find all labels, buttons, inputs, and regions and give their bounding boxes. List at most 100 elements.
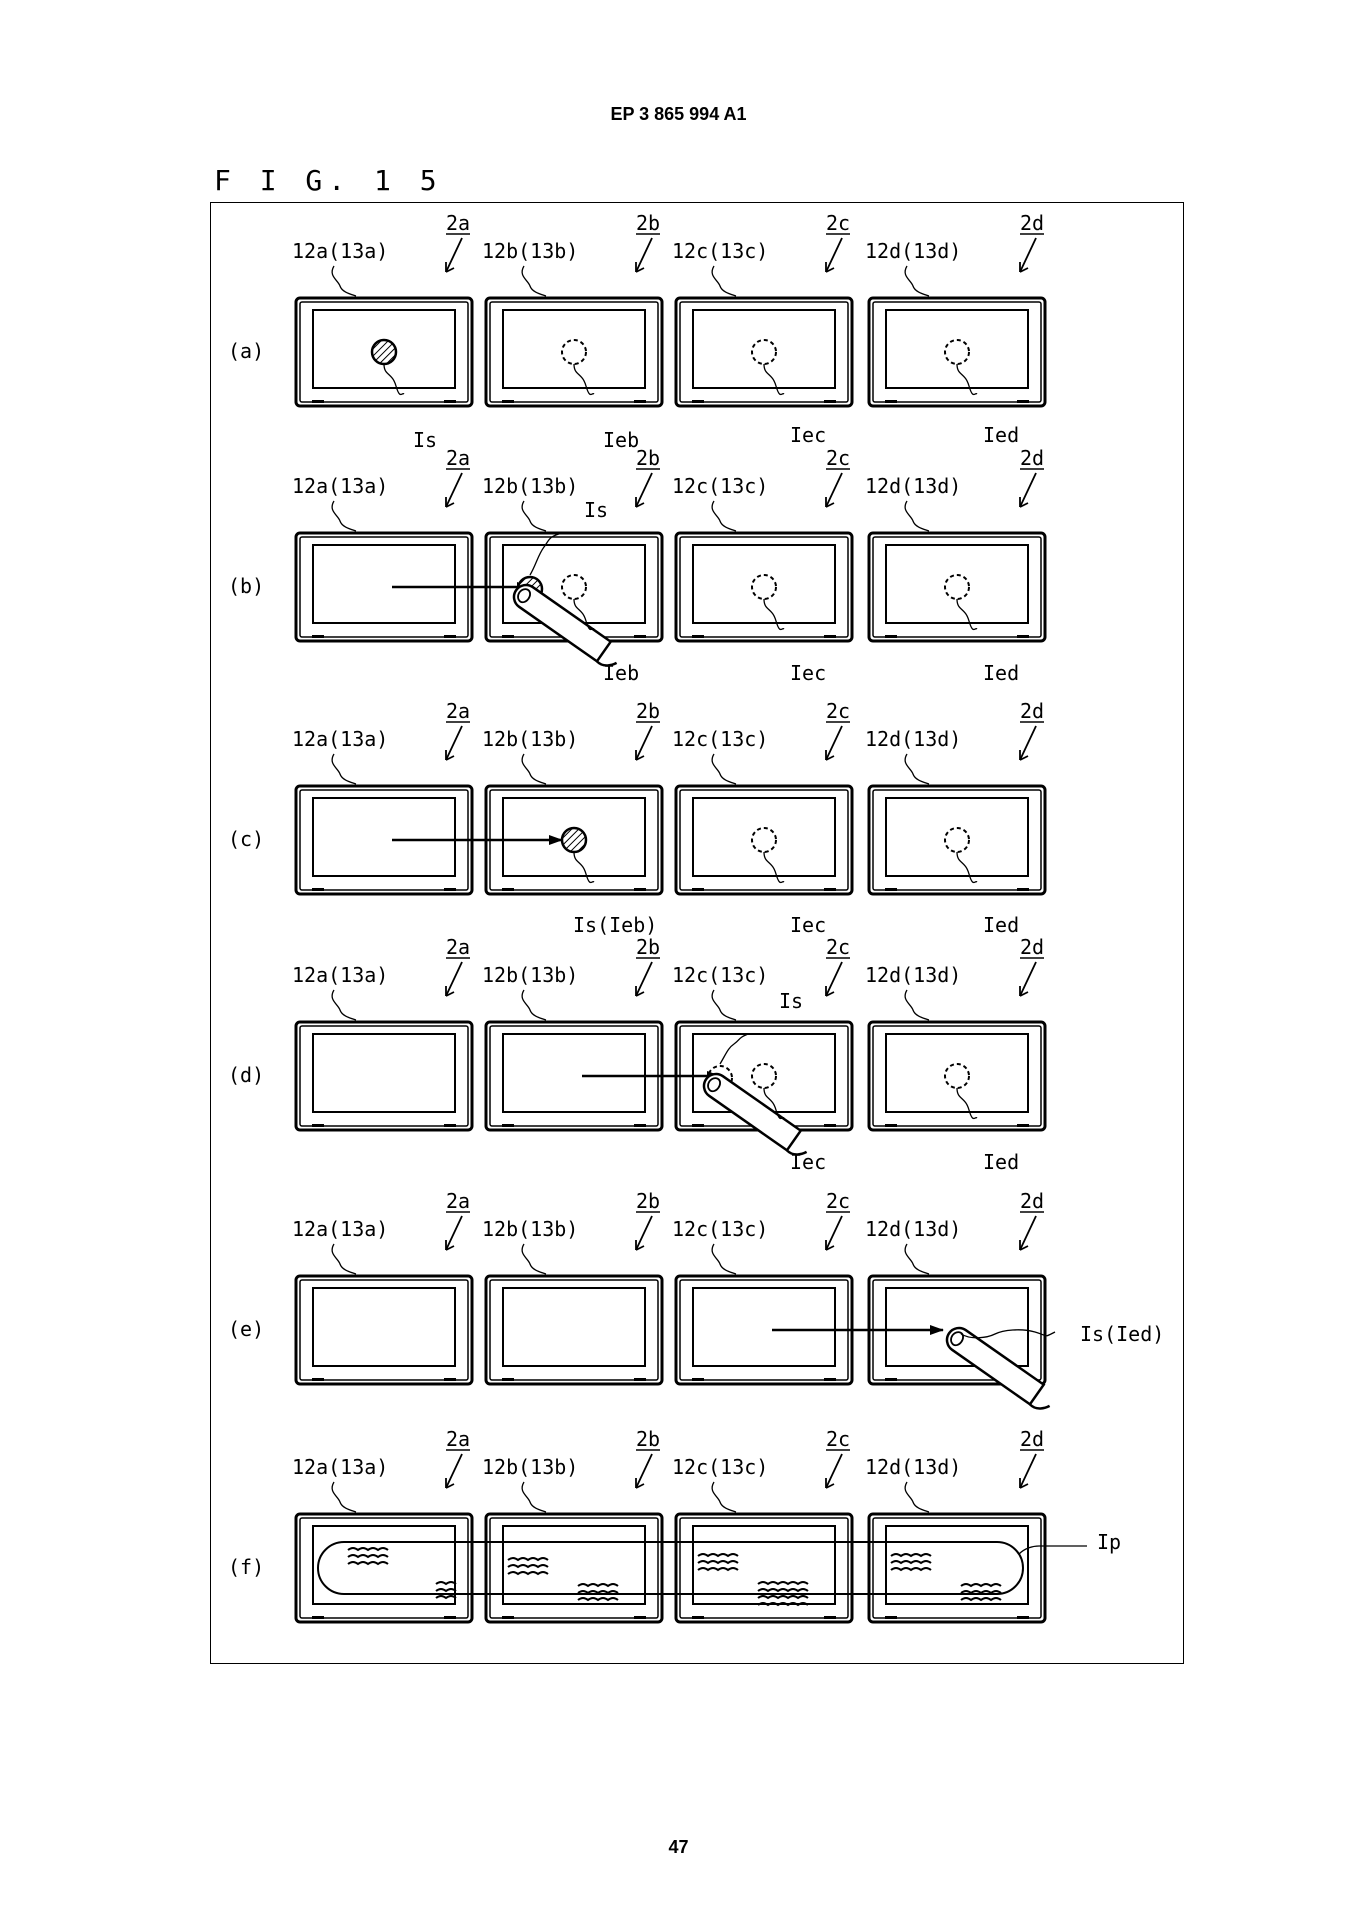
leader-line — [383, 363, 405, 396]
ref-arrowhead — [445, 750, 455, 761]
ref-arrowhead — [445, 1240, 455, 1251]
callout-text: Ip — [1097, 1530, 1121, 1554]
ref-arrowhead — [1019, 1240, 1029, 1251]
figure-row: (e)2a12a(13a)2b12b(13b)2c12c(13c)2d12d(1… — [228, 1189, 1056, 1410]
leader-line — [521, 989, 547, 1021]
device-ref-label: 2d — [1020, 1427, 1044, 1451]
device-screen — [692, 1287, 836, 1367]
text-squiggle — [757, 1595, 809, 1600]
figure-row: (b)2a12a(13a)2b12b(13b)2c12c(13c)2d12d(1… — [228, 446, 1047, 667]
ref-arrow — [635, 1215, 653, 1251]
leader-line — [711, 1243, 737, 1275]
figure-row: (d)2a12a(13a)2b12b(13b)2c12c(13c)2d12d(1… — [228, 935, 1047, 1156]
text-squiggle — [577, 1583, 619, 1588]
leader-line — [956, 851, 978, 884]
device-bezel — [872, 536, 1042, 638]
ref-arrow — [1019, 237, 1037, 273]
callout-text: Is — [779, 989, 803, 1013]
screen-label: 12c(13c) — [672, 474, 768, 498]
image-marker-solid — [560, 826, 588, 854]
ref-arrowhead — [635, 750, 645, 761]
ref-arrowhead — [635, 262, 645, 273]
device-screen — [885, 544, 1029, 624]
image-marker-dashed — [561, 339, 587, 365]
text-squiggle — [347, 1554, 389, 1559]
ref-arrowhead — [825, 750, 835, 761]
leader-line — [904, 1243, 930, 1275]
device-foot — [885, 888, 897, 891]
callout-text: Is — [413, 428, 437, 452]
text-squiggle — [577, 1597, 619, 1602]
leader-line — [521, 500, 547, 532]
ref-arrowhead — [445, 1478, 455, 1489]
image-marker-dashed — [751, 1063, 777, 1089]
leader-line — [960, 1329, 1056, 1339]
callout-text: Iec — [790, 913, 826, 937]
callout-text: Ieb — [603, 428, 639, 452]
ref-arrow — [445, 725, 463, 761]
image-marker-dashed — [751, 574, 777, 600]
device-bezel — [679, 789, 849, 891]
ref-arrow — [825, 472, 843, 508]
screen-label: 12a(13a) — [292, 239, 388, 263]
ref-arrow — [445, 1453, 463, 1489]
device-ref-label: 2c — [826, 699, 850, 723]
image-marker-dashed — [944, 827, 970, 853]
device-screen — [312, 1525, 456, 1605]
leader-line — [521, 1243, 547, 1275]
ref-arrowhead — [1019, 497, 1029, 508]
device-ref-label: 2b — [636, 1427, 660, 1451]
device-foot — [312, 1616, 324, 1619]
ref-arrow — [635, 472, 653, 508]
device-foot — [824, 888, 836, 891]
callout-text: Iec — [790, 423, 826, 447]
device-screen — [502, 1287, 646, 1367]
device-screen — [885, 797, 1029, 877]
ref-arrowhead — [445, 986, 455, 997]
callout-text: Ieb — [603, 661, 639, 685]
ref-arrowhead — [1019, 1478, 1029, 1489]
device-foot — [885, 1378, 897, 1381]
device-ref-label: 2d — [1020, 1189, 1044, 1213]
device-bezel — [872, 1025, 1042, 1127]
device-bezel — [299, 1517, 469, 1619]
figure-row: (c)2a12a(13a)2b12b(13b)2c12c(13c)2d12d(1… — [228, 699, 1047, 896]
leader-line — [331, 500, 357, 532]
leader-line — [763, 598, 785, 631]
text-squiggle — [890, 1560, 932, 1565]
ref-arrow — [635, 1453, 653, 1489]
leader-line — [331, 1481, 357, 1513]
device-screen — [885, 1033, 1029, 1113]
device-ref-label: 2b — [636, 211, 660, 235]
row-label: (d) — [228, 1063, 264, 1087]
ref-arrow — [445, 1215, 463, 1251]
device-ref-label: 2d — [1020, 935, 1044, 959]
image-marker-dashed — [751, 827, 777, 853]
device-foot — [692, 635, 704, 638]
ref-arrow — [1019, 1215, 1037, 1251]
leader-line — [331, 1243, 357, 1275]
screen-label: 12a(13a) — [292, 474, 388, 498]
leader-line — [711, 265, 737, 297]
leader-line — [331, 265, 357, 297]
device-ref-label: 2a — [446, 935, 470, 959]
text-squiggle — [507, 1557, 549, 1562]
ref-arrow — [1019, 961, 1037, 997]
device-ref-label: 2d — [1020, 699, 1044, 723]
ref-arrow — [825, 1215, 843, 1251]
text-squiggle — [347, 1547, 389, 1552]
device-bezel — [299, 301, 469, 403]
leader-line — [573, 598, 595, 631]
device-bezel — [299, 1025, 469, 1127]
row-label: (b) — [228, 574, 264, 598]
device-foot — [502, 400, 514, 403]
device-foot — [824, 1124, 836, 1127]
device-foot — [634, 635, 646, 638]
device-ref-label: 2a — [446, 1189, 470, 1213]
text-squiggle — [757, 1588, 809, 1593]
leader-line — [763, 1087, 785, 1120]
ref-arrowhead — [825, 986, 835, 997]
screen-label: 12d(13d) — [865, 1217, 961, 1241]
finger-icon — [512, 583, 618, 667]
text-squiggle — [435, 1588, 457, 1593]
